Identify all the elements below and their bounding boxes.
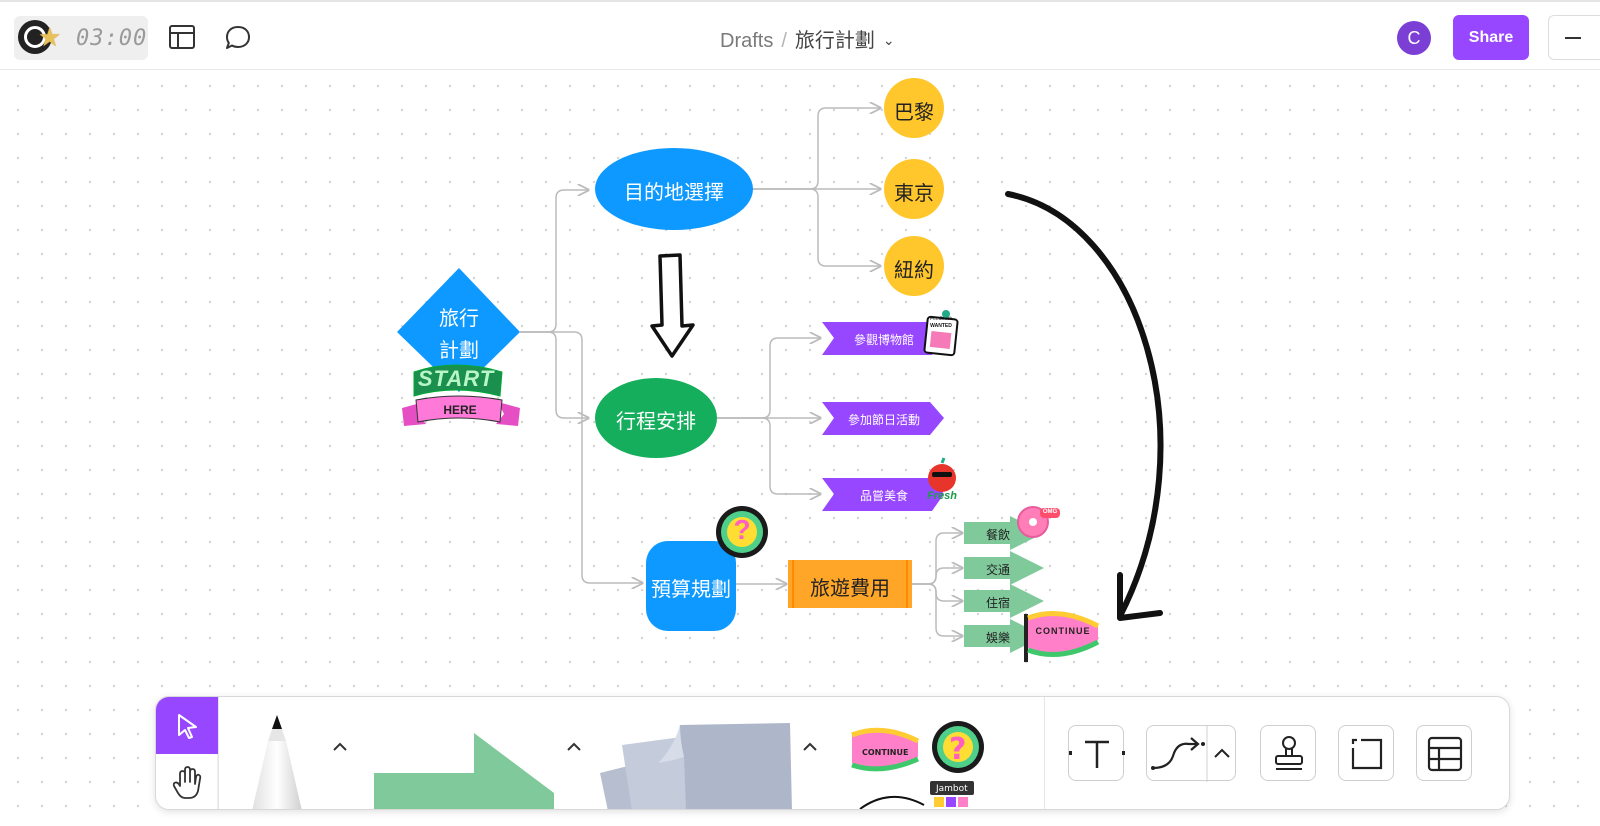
stamp-icon <box>1275 736 1303 770</box>
bottom-toolbar: CONTINUE ? Jambot <box>155 696 1510 810</box>
cursor-arrow-icon <box>178 714 197 739</box>
hand-drawn-curved-arrow <box>1005 191 1164 619</box>
minimize-button[interactable] <box>1548 15 1600 60</box>
timer-display: 03:00 <box>76 26 148 51</box>
section-frame-icon <box>1351 738 1383 770</box>
svg-text:CONTINUE: CONTINUE <box>862 748 908 757</box>
breadcrumb-drafts[interactable]: Drafts <box>720 30 774 52</box>
paris-node <box>884 78 944 138</box>
select-tool-button[interactable] <box>156 697 218 754</box>
section-tool-button[interactable] <box>1338 725 1394 781</box>
svg-text:?: ? <box>949 732 966 767</box>
shape-tool[interactable] <box>374 733 554 810</box>
chevron-down-icon[interactable]: ⌄ <box>882 32 895 48</box>
start-here-sticker <box>402 364 520 426</box>
connector-icon <box>1151 726 1230 782</box>
timer-widget[interactable]: ★ 03:00 <box>14 16 148 60</box>
top-bar: ★ 03:00 Drafts / 旅行計劃 ⌄ C Share <box>0 0 1600 70</box>
connector-lines <box>520 108 962 636</box>
sticky-options-caret-icon[interactable] <box>798 735 822 759</box>
layout-icon[interactable] <box>168 24 196 50</box>
pen-tool[interactable] <box>244 715 310 810</box>
stamp-tool-button[interactable] <box>1260 725 1316 781</box>
sticker-tool[interactable]: CONTINUE ? Jambot <box>846 719 1006 810</box>
hand-icon <box>172 766 202 799</box>
pen-options-caret-icon[interactable] <box>328 735 352 759</box>
destination-node <box>595 148 753 230</box>
question-mark-sticker <box>716 506 768 558</box>
text-icon <box>1067 740 1127 768</box>
continue-flag-sticker <box>1024 611 1100 662</box>
sticky-note-tool[interactable] <box>596 717 796 810</box>
share-button[interactable]: Share <box>1453 15 1529 60</box>
tokyo-node <box>884 159 944 219</box>
transport-flag <box>964 551 1044 585</box>
festival-banner <box>822 402 944 435</box>
museum-banner <box>822 322 944 355</box>
root-diamond-node <box>397 268 520 392</box>
user-avatar[interactable]: C <box>1397 21 1431 55</box>
omg-donut-sticker <box>1017 506 1060 538</box>
hand-drawn-down-arrow <box>650 253 695 358</box>
breadcrumb: Drafts / 旅行計劃 ⌄ <box>720 24 895 53</box>
hand-tool-button[interactable] <box>156 754 218 809</box>
shape-options-caret-icon[interactable] <box>562 735 586 759</box>
table-tool-button[interactable] <box>1416 725 1472 781</box>
budget-node <box>646 541 736 631</box>
star-icon: ★ <box>38 22 62 52</box>
comment-icon[interactable] <box>224 24 252 52</box>
table-icon <box>1427 736 1463 772</box>
fresh-apple-sticker <box>928 457 956 492</box>
lodging-flag <box>964 584 1044 618</box>
food-banner <box>822 478 944 511</box>
text-tool-button[interactable] <box>1067 725 1127 781</box>
itinerary-node <box>595 378 717 458</box>
newyork-node <box>884 236 944 296</box>
travel-cost-node <box>788 560 912 608</box>
file-name[interactable]: 旅行計劃 <box>794 30 875 52</box>
feedback-wanted-sticker <box>923 310 959 357</box>
mind-map-diagram <box>397 78 1164 662</box>
svg-text:Jambot: Jambot <box>935 784 968 794</box>
breadcrumb-separator: / <box>781 30 787 52</box>
timer-logo-icon <box>18 20 52 54</box>
connector-tool-button[interactable] <box>1146 725 1236 782</box>
